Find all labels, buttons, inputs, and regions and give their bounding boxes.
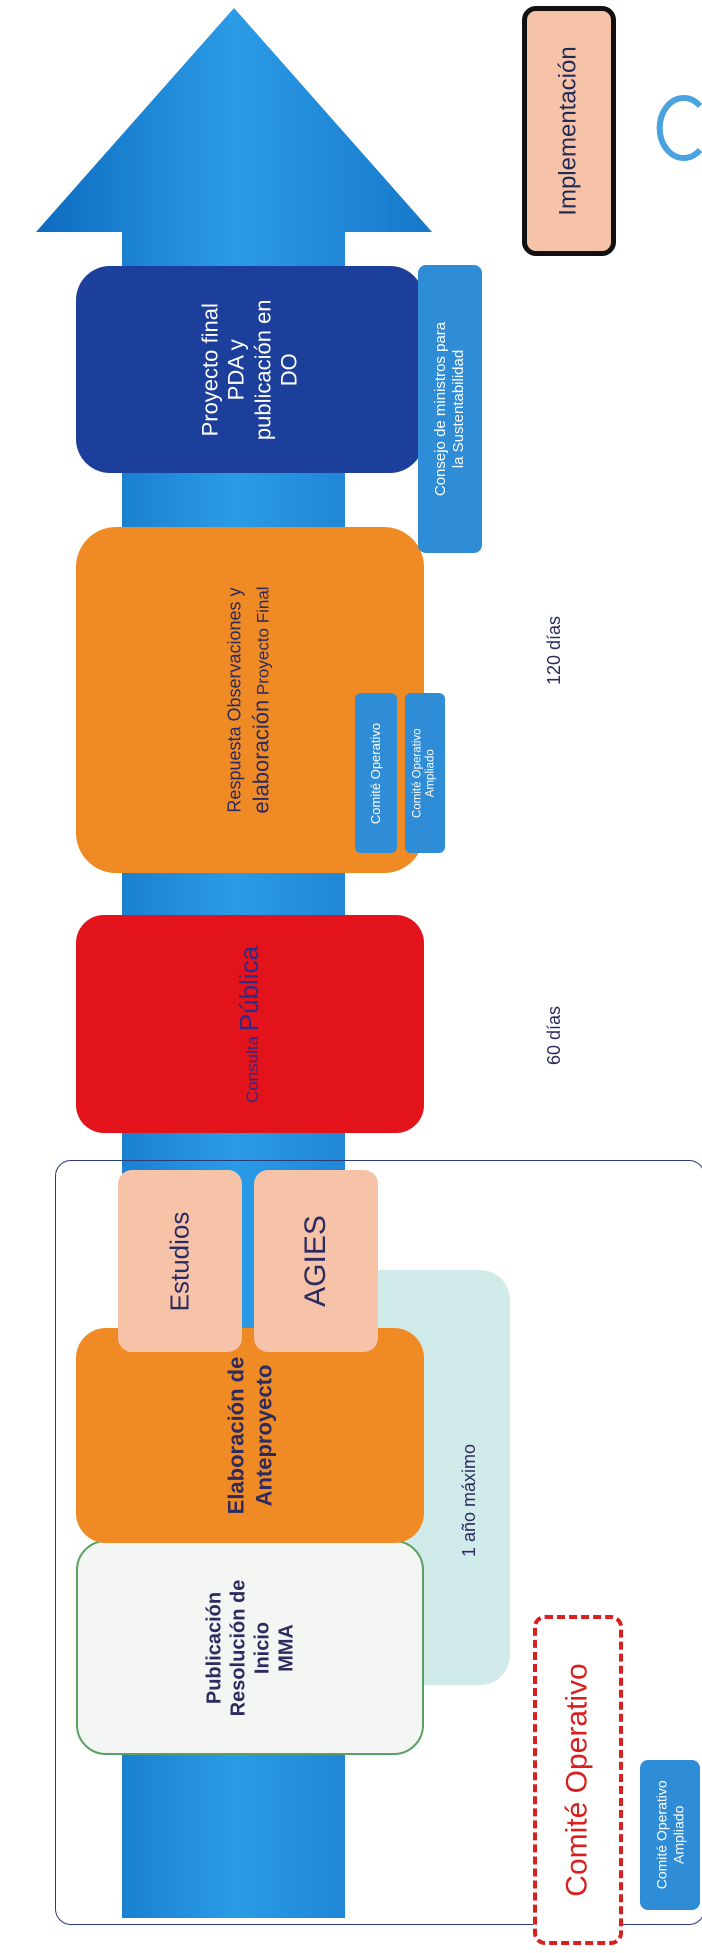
stage-consulta: Consulta Pública bbox=[76, 915, 424, 1133]
committee-operativo-small: Comité Operativo bbox=[355, 693, 397, 853]
respuesta-line1: Respuesta Observaciones y bbox=[225, 587, 245, 813]
duration-one-year-label: 1 año máximo bbox=[459, 1443, 480, 1557]
committee-consejo: Consejo de ministros para la Sustentabil… bbox=[418, 265, 482, 553]
duration-sixty-days: 60 días bbox=[530, 980, 580, 1090]
stage-publicacion-label: Publicación Resolución de Inicio MMA bbox=[202, 1579, 297, 1716]
stage-agies-label: AGIES bbox=[298, 1215, 332, 1307]
stage-elaboracion: Elaboración de Anteproyecto bbox=[76, 1328, 424, 1543]
committee-operativo-ampliado-bottom: Comité Operativo Ampliado bbox=[640, 1760, 700, 1910]
stage-proyecto-final-label: Proyecto final PDA y publicación en DO bbox=[197, 299, 302, 440]
committee-operativo-ampliado-mid-label: Comité Operativo Ampliado bbox=[411, 728, 438, 818]
stage-estudios-label: Estudios bbox=[164, 1211, 195, 1311]
respuesta-line2: elaboración Proyecto Final bbox=[247, 586, 277, 813]
stage-estudios: Estudios bbox=[118, 1170, 242, 1352]
implementacion-box: Implementación bbox=[522, 6, 616, 256]
committee-operativo-ampliado-bottom-label: Comité Operativo Ampliado bbox=[653, 1780, 686, 1890]
duration-onetwenty-days-label: 120 días bbox=[544, 615, 565, 685]
committee-consejo-label: Consejo de ministros para la Sustentabil… bbox=[432, 321, 468, 497]
committee-operativo-big: Comité Operativo bbox=[533, 1615, 623, 1945]
consulta-large: Pública bbox=[234, 945, 265, 1031]
phase-frame bbox=[55, 1160, 702, 1925]
stage-publicacion: Publicación Resolución de Inicio MMA bbox=[76, 1540, 424, 1755]
stage-respuesta-label: Respuesta Observaciones y elaboración Pr… bbox=[223, 586, 277, 813]
respuesta-proyecto-final: Proyecto Final bbox=[254, 586, 274, 700]
committee-operativo-small-label: Comité Operativo bbox=[368, 722, 384, 824]
consulta-small: Consulta bbox=[243, 1030, 263, 1103]
respuesta-elaboracion: elaboración bbox=[249, 699, 275, 814]
duration-onetwenty-days: 120 días bbox=[530, 590, 580, 710]
stage-agies: AGIES bbox=[254, 1170, 378, 1352]
stage-consulta-label: Consulta Pública bbox=[234, 945, 265, 1102]
stage-proyecto-final: Proyecto final PDA y publicación en DO bbox=[76, 266, 424, 473]
committee-operativo-big-label: Comité Operativo bbox=[561, 1663, 594, 1897]
implementacion-label: Implementación bbox=[555, 46, 583, 216]
committee-operativo-ampliado-mid: Comité Operativo Ampliado bbox=[405, 693, 445, 853]
duration-sixty-days-label: 60 días bbox=[544, 1005, 565, 1065]
duration-one-year: 1 año máximo bbox=[440, 1400, 500, 1600]
stage-elaboracion-label: Elaboración de Anteproyecto bbox=[223, 1356, 277, 1515]
